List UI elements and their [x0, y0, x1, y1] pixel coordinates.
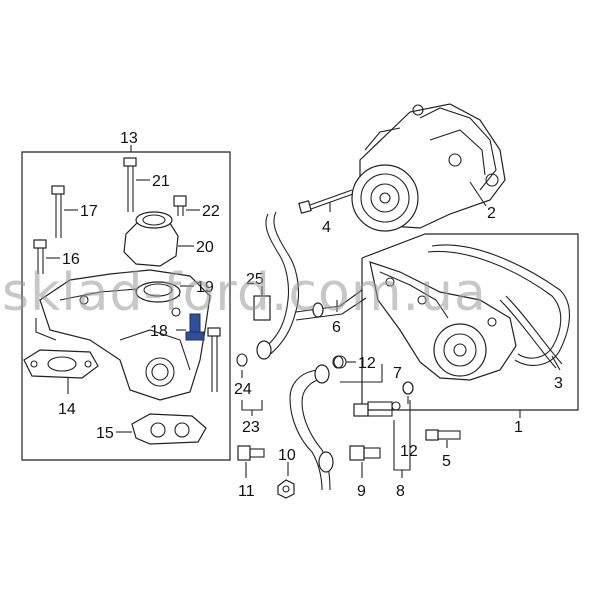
callout-18: 18 — [150, 323, 168, 340]
bolt-21 — [123, 157, 150, 212]
coolant-tube — [289, 355, 347, 491]
temperature-sensor-18 — [176, 313, 205, 341]
thermostat-cover-20 — [123, 211, 194, 267]
bolt-5 — [425, 429, 461, 448]
callout-12b: 12 — [400, 443, 418, 460]
bolt-4 — [298, 189, 354, 214]
sensor-8 — [353, 381, 414, 417]
callout-19: 19 — [196, 279, 214, 296]
callout-2: 2 — [487, 205, 496, 222]
callout-3: 3 — [554, 375, 563, 392]
callout-10: 10 — [278, 447, 296, 464]
callout-25: 25 — [246, 271, 264, 288]
callout-13: 13 — [120, 130, 138, 147]
callout-4: 4 — [322, 219, 331, 236]
bolt-17 — [51, 185, 78, 238]
callout-1: 1 — [514, 419, 523, 436]
callout-12a: 12 — [358, 355, 376, 372]
callout-5: 5 — [442, 453, 451, 470]
bolt-22 — [173, 195, 200, 216]
bracket-7 — [340, 364, 383, 383]
callout-17: 17 — [80, 203, 98, 220]
nut-10 — [277, 479, 295, 499]
watermark: sklad-ford.com.ua — [2, 263, 487, 323]
callout-15: 15 — [96, 425, 114, 442]
callout-8: 8 — [396, 483, 405, 500]
bolt-long — [207, 327, 221, 392]
bracket-23 — [241, 400, 263, 416]
water-pump-assembly — [351, 103, 506, 232]
callout-11: 11 — [238, 483, 255, 500]
sensor-9 — [349, 445, 381, 461]
callout-24: 24 — [234, 381, 252, 398]
callout-14: 14 — [58, 401, 76, 418]
thermostat-19 — [135, 281, 194, 303]
bolt-11 — [237, 445, 265, 461]
callout-6: 6 — [332, 319, 341, 336]
callout-16: 16 — [62, 251, 80, 268]
callout-7: 7 — [393, 365, 402, 382]
coolant-pipe — [256, 211, 367, 360]
thermostat-housing — [35, 269, 211, 401]
leader-3 — [551, 355, 561, 371]
water-pump-body — [369, 261, 517, 381]
gasket-15 — [116, 413, 207, 445]
callout-20: 20 — [196, 239, 214, 256]
water-pump-group-box — [361, 233, 579, 418]
callout-21: 21 — [152, 173, 170, 190]
o-rings — [236, 353, 414, 395]
gasket-14 — [23, 349, 99, 394]
callout-23: 23 — [242, 419, 260, 436]
drive-belt — [427, 244, 571, 369]
bracket-8 — [393, 400, 411, 478]
thermostat-housing-group-box — [21, 145, 231, 461]
callout-22: 22 — [202, 203, 220, 220]
bolt-16 — [33, 239, 60, 274]
callout-9: 9 — [357, 483, 366, 500]
